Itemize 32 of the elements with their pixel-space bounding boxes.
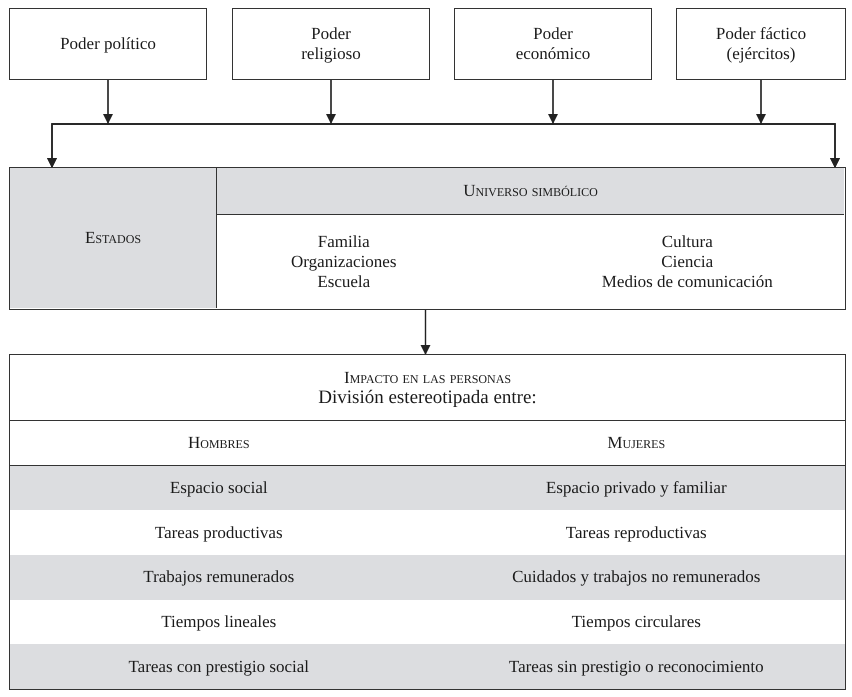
arrow <box>760 80 840 168</box>
category-label: Estados <box>84 228 142 248</box>
category-panel <box>216 168 844 308</box>
comparison-table <box>9 354 846 690</box>
table-cell: Trabajos remunerados <box>10 555 428 600</box>
list-item: Escuela <box>317 272 370 292</box>
table-heading: Impacto en las personas <box>344 368 512 388</box>
list-item: Ciencia <box>661 252 714 272</box>
arrow <box>420 310 430 355</box>
list-item: Cultura <box>662 232 713 252</box>
list-item: Familia <box>318 232 370 252</box>
node-label: Poder económico <box>514 24 592 64</box>
text-box <box>9 8 207 80</box>
table-cell: Espacio privado y familiar <box>428 466 845 510</box>
text-box <box>232 8 430 80</box>
panel-heading: Universo simbólico <box>463 181 598 201</box>
table-cell: Tiempos lineales <box>10 600 428 644</box>
text-box <box>676 8 846 80</box>
text-box <box>454 8 652 80</box>
table-cell: Tareas con prestigio social <box>10 644 428 689</box>
list-item: Organizaciones <box>291 252 396 272</box>
table-cell: Tiempos circulares <box>428 600 845 644</box>
table-subheading: División estereotipada entre: <box>318 388 537 408</box>
group-box <box>9 167 846 310</box>
node-label: Poder fáctico (ejércitos) <box>714 24 808 64</box>
table-cell: Cuidados y trabajos no remunerados <box>428 555 845 600</box>
node-label: Poder político <box>60 34 156 54</box>
category-cell <box>10 168 216 308</box>
table-cell: Tareas sin prestigio o reconocimiento <box>428 644 845 689</box>
node-label: Poder religioso <box>300 24 362 64</box>
list-item: Medios de comunicación <box>602 272 773 292</box>
table-cell: Espacio social <box>10 466 428 510</box>
